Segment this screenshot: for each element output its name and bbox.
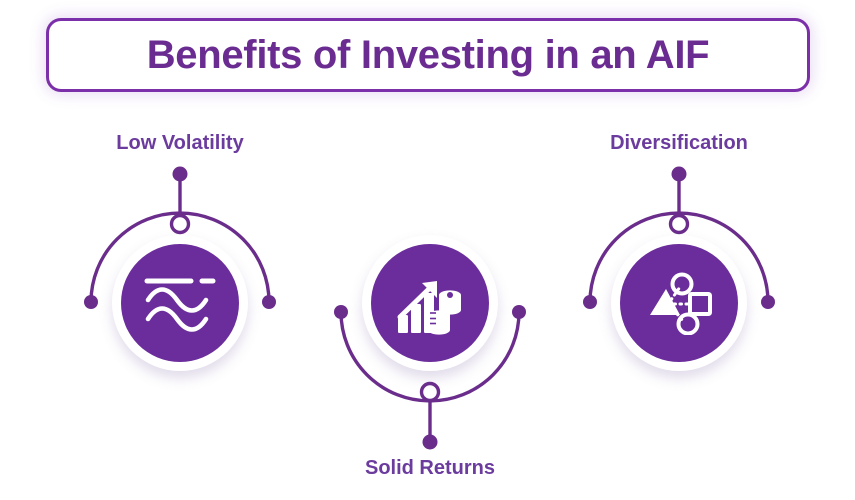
icon-disc-diversification[interactable] <box>611 235 747 371</box>
disc-fill <box>620 244 738 362</box>
stem-bottom-dot <box>422 434 438 450</box>
title-banner: Benefits of Investing in an AIF <box>46 18 810 92</box>
disc-fill <box>121 244 239 362</box>
arc-endpoint-right-dot <box>761 295 775 309</box>
disc-fill <box>371 244 489 362</box>
arc-endpoint-left-dot <box>583 295 597 309</box>
connector-arc-up <box>84 166 276 309</box>
connector-arc-down <box>334 305 526 450</box>
icon-disc-low-volatility[interactable] <box>112 235 248 371</box>
stem-top-dot <box>671 166 687 182</box>
arc-endpoint-left-dot <box>84 295 98 309</box>
stem-top-dot <box>172 166 188 182</box>
diversification-nodes-icon <box>650 272 712 335</box>
benefit-label-solid-returns: Solid Returns <box>364 457 495 479</box>
benefit-group-diversification: Diversification <box>559 120 799 480</box>
page-title: Benefits of Investing in an AIF <box>146 33 710 77</box>
benefit-label-diversification: Diversification <box>610 132 748 154</box>
arc-endpoint-right-dot <box>512 305 526 319</box>
junction-node-hollow <box>668 213 690 235</box>
benefit-group-low-volatility: Low Volatility <box>60 120 300 480</box>
bar-chart-coins-icon <box>397 281 461 335</box>
connector-arc-up <box>583 166 775 309</box>
junction-node-hollow <box>419 381 441 403</box>
arc-endpoint-right-dot <box>262 295 276 309</box>
icon-disc-solid-returns[interactable] <box>362 235 498 371</box>
junction-node-hollow <box>169 213 191 235</box>
arc-endpoint-left-dot <box>334 305 348 319</box>
waves-icon <box>144 278 216 332</box>
benefit-label-low-volatility: Low Volatility <box>116 132 244 154</box>
benefit-group-solid-returns: Solid Returns <box>310 130 550 490</box>
